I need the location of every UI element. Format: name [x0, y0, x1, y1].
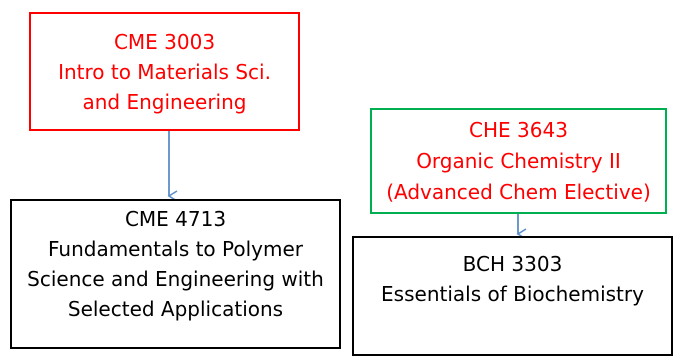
course-title-line-1: Organic Chemistry II [416, 148, 621, 173]
course-title-line-3: Selected Applications [67, 297, 284, 321]
course-code: BCH 3303 [462, 252, 563, 276]
course-code: CHE 3643 [469, 117, 568, 142]
course-code: CME 4713 [124, 207, 227, 231]
course-code: CME 3003 [113, 29, 216, 54]
course-box-bch-3303: BCH 3303 Essentials of Biochemistry [352, 236, 673, 356]
course-box-che-3643: CHE 3643 Organic Chemistry II (Advanced … [370, 108, 667, 214]
course-title-line-1: Essentials of Biochemistry [381, 282, 644, 306]
course-title-line-1: Fundamentals to Polymer [47, 237, 304, 261]
course-title-line-1: Intro to Materials Sci. [58, 59, 271, 84]
course-title-line-2: and Engineering [82, 89, 247, 114]
course-note: (Advanced Chem Elective) [386, 179, 651, 204]
course-box-cme-4713: CME 4713 Fundamentals to Polymer Science… [10, 199, 341, 349]
course-box-cme-3003: CME 3003 Intro to Materials Sci. and Eng… [29, 12, 300, 131]
course-title-line-2: Science and Engineering with [27, 267, 324, 291]
